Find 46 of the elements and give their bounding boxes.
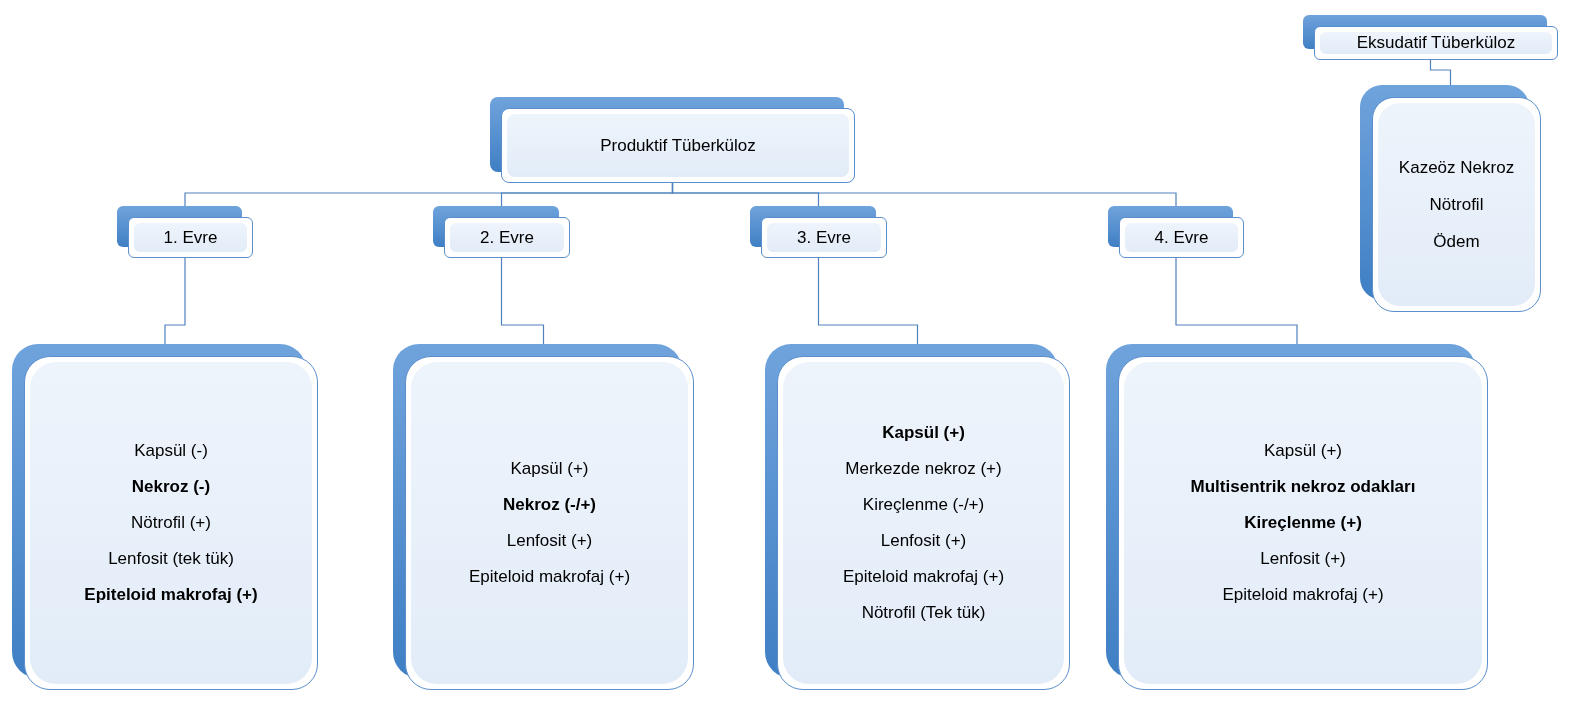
card-text: Epiteloid makrofaj (+) (842, 566, 1005, 588)
card-text: 2. Evre (480, 226, 534, 249)
card-text: Kapsül (+) (882, 422, 965, 444)
category-card (1303, 15, 1558, 60)
card-text: Nekroz (-/+) (502, 494, 596, 516)
card-text: Produktif Tüberküloz (600, 134, 756, 157)
connector-line (1175, 257, 1298, 345)
card-text: Epiteloid makrofaj (+) (1222, 584, 1384, 606)
stage-card (433, 206, 570, 258)
card-text: Ödem (1433, 231, 1480, 253)
card-text: Kireçlenme (+) (1244, 512, 1362, 534)
connector-line (164, 257, 186, 345)
card-text: Lenfosit (+) (506, 530, 593, 552)
card-text: Kapsül (+) (1264, 440, 1342, 462)
card-text: Kazeöz Nekroz (1398, 157, 1515, 179)
card-text: Multisentrik nekroz odakları (1190, 476, 1416, 498)
card-text: Nekroz (-) (131, 476, 211, 498)
findings-card (1360, 85, 1541, 312)
connector-line (817, 257, 919, 345)
card-text: Kireçlenme (-/+) (862, 494, 985, 516)
card-text: Lenfosit (+) (880, 530, 967, 552)
stage-card (750, 206, 887, 258)
connector-line (1429, 59, 1452, 86)
findings-card (393, 344, 694, 690)
card-text: Nötrofil (Tek tük) (861, 602, 986, 624)
findings-card (1106, 344, 1488, 690)
card-text: Epiteloid makrofaj (+) (84, 584, 258, 606)
card-text: 3. Evre (797, 226, 851, 249)
card-text: Lenfosit (tek tük) (108, 548, 234, 570)
card-text: Merkezde nekroz (+) (845, 458, 1002, 480)
stage-card (117, 206, 253, 258)
findings-card (765, 344, 1070, 690)
card-text: Kapsül (-) (134, 440, 208, 462)
card-text: 1. Evre (163, 226, 218, 249)
card-text: Lenfosit (+) (1260, 548, 1346, 570)
card-text: 4. Evre (1154, 226, 1209, 249)
card-text: Nötrofil (1429, 194, 1484, 216)
card-text: Kapsül (+) (510, 458, 589, 480)
card-text: Nötrofil (+) (131, 512, 211, 534)
category-card (490, 97, 855, 183)
stage-card (1108, 206, 1244, 258)
card-text: Eksudatif Tüberküloz (1356, 32, 1516, 54)
connector-line (671, 182, 1177, 207)
card-text: Epiteloid makrofaj (+) (468, 566, 631, 588)
connector-line (500, 257, 545, 345)
findings-card (12, 344, 318, 690)
